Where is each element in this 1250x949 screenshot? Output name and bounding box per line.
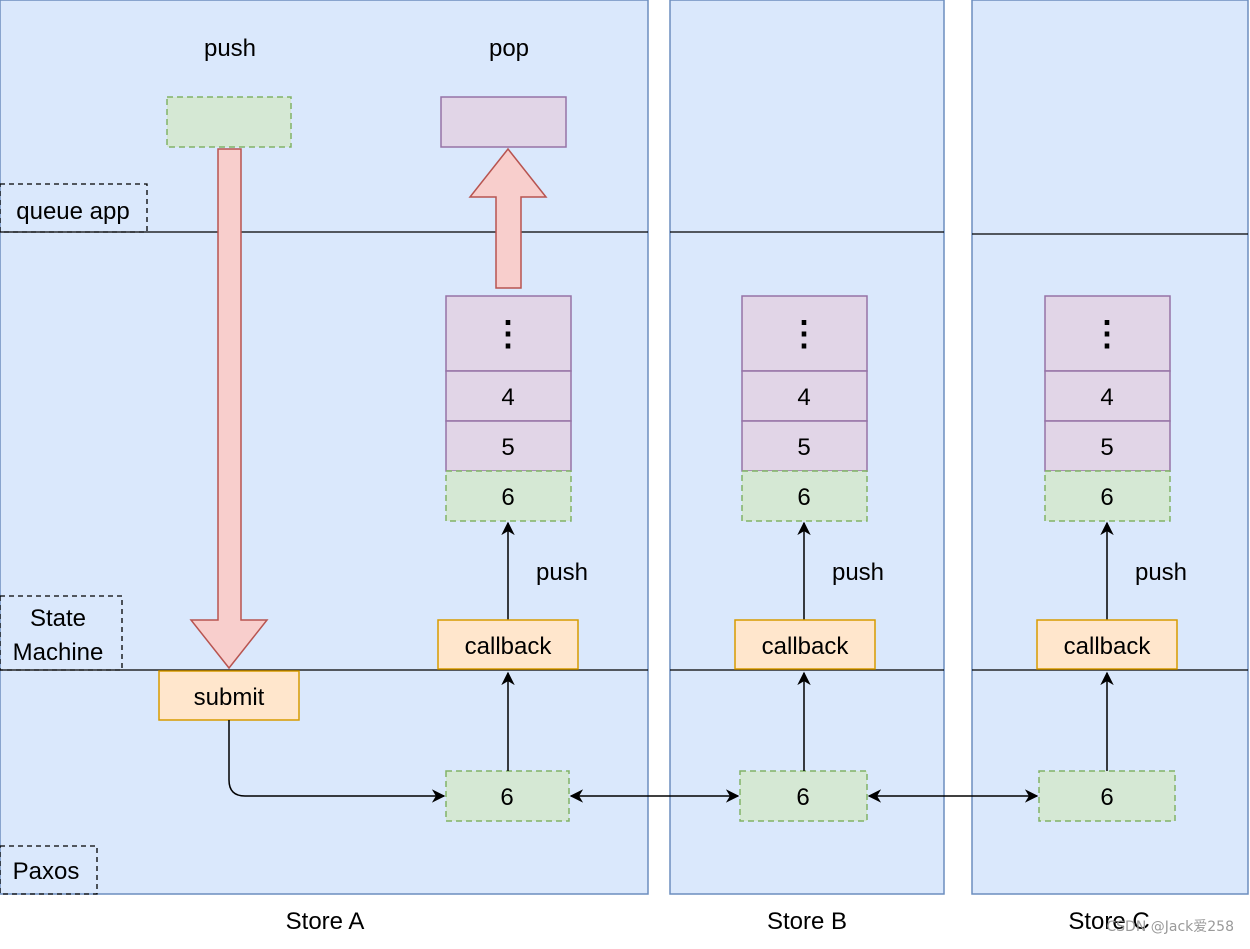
store-b-title: Store B xyxy=(767,908,847,935)
store-a-submit-big-arrow xyxy=(189,148,269,670)
store-a-log-entry xyxy=(445,770,570,822)
store-c-log-entry xyxy=(1038,770,1176,822)
store-a-stack-item-6 xyxy=(445,470,572,522)
store-b-log-entry-text: 6 xyxy=(796,784,809,811)
queue-app-label: queue app xyxy=(16,198,129,225)
store-c-stack-item-4 xyxy=(1044,370,1171,422)
store-c-stack-item-5-text: 5 xyxy=(1100,434,1113,461)
watermark: CSDN @Jack爱258 xyxy=(1106,919,1234,935)
store-c-stack-push-label: push xyxy=(1135,559,1187,586)
store-a-pop-label: pop xyxy=(489,35,529,62)
store-b-log-entry xyxy=(739,770,868,822)
paxos-label: Paxos xyxy=(13,858,80,885)
store-a-stack-ellipsis-text: ⋮ xyxy=(491,315,525,353)
store-c-stack-ellipsis-text: ⋮ xyxy=(1090,315,1124,353)
store-c-callback-text: callback xyxy=(1064,633,1152,660)
store-a-stack-item-5 xyxy=(445,420,572,472)
queue-app-label-box xyxy=(0,183,148,233)
store-b-stack-item-5 xyxy=(741,420,868,472)
paxos-label-box xyxy=(0,845,98,895)
store-a-submit-text: submit xyxy=(194,684,265,711)
store-a-stack-item-5-text: 5 xyxy=(501,434,514,461)
store-a-pop-item xyxy=(440,96,567,148)
store-a-submit-connector xyxy=(228,720,446,803)
store-a-stack-item-4-text: 4 xyxy=(501,384,514,411)
store-a-callback-box xyxy=(437,619,579,670)
store-c-stack-item-5 xyxy=(1044,420,1171,472)
store-c-stack-item-4-text: 4 xyxy=(1100,384,1113,411)
state-machine-label-box xyxy=(0,595,123,671)
state-machine-label-line2: Machine xyxy=(13,639,104,666)
store-a-push-item xyxy=(166,96,292,148)
store-a-pop-big-arrow xyxy=(468,147,548,289)
store-a-log-entry-text: 6 xyxy=(500,784,513,811)
store-b-stack-item-4-text: 4 xyxy=(797,384,810,411)
store-a-callback-text: callback xyxy=(465,633,553,660)
store-c-stack-item-6-text: 6 xyxy=(1100,484,1113,511)
store-a-submit-box xyxy=(158,670,300,721)
store-b-stack-push-label: push xyxy=(832,559,884,586)
store-c-stack-item-6 xyxy=(1044,470,1171,522)
store-a-stack-ellipsis xyxy=(445,295,572,372)
store-a-title: Store A xyxy=(286,908,365,935)
store-c-title: Store C xyxy=(1068,908,1149,935)
store-a-stack-item-4 xyxy=(445,370,572,422)
store-a-stack-item-6-text: 6 xyxy=(501,484,514,511)
store-a-stack-push-label: push xyxy=(536,559,588,586)
store-b-stack-item-6-text: 6 xyxy=(797,484,810,511)
store-b-stack-ellipsis xyxy=(741,295,868,372)
store-c-callback-box xyxy=(1036,619,1178,670)
store-b-callback-text: callback xyxy=(762,633,850,660)
state-machine-label-line1: State xyxy=(30,605,86,632)
store-b-stack-item-6 xyxy=(741,470,868,522)
store-a-push-label: push xyxy=(204,35,256,62)
store-b-stack-item-5-text: 5 xyxy=(797,434,810,461)
store-b-callback-box xyxy=(734,619,876,670)
store-b-stack-ellipsis-text: ⋮ xyxy=(787,315,821,353)
store-c-stack-ellipsis xyxy=(1044,295,1171,372)
store-c-log-entry-text: 6 xyxy=(1100,784,1113,811)
